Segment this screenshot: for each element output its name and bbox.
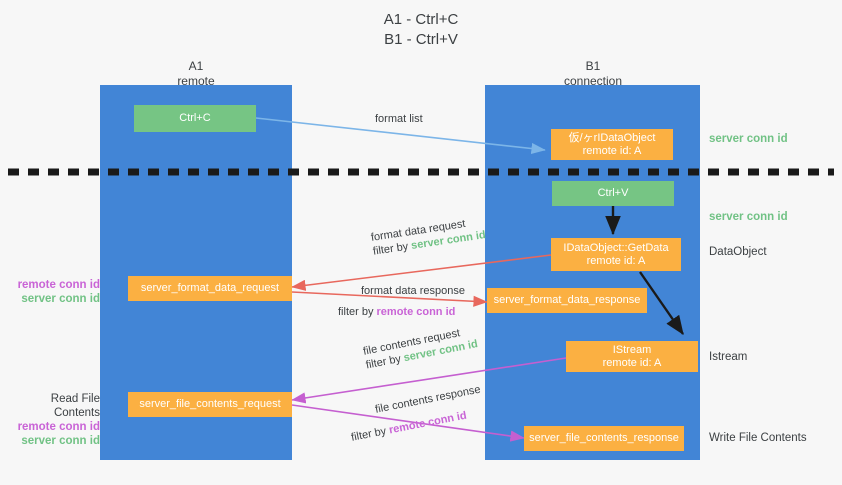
annotation-server-conn-id-top: server conn id (709, 133, 788, 145)
column-header-b1-title: B1 (585, 59, 601, 73)
node-idataobject-getdata-line1: IDataObject::GetData (563, 241, 669, 254)
annotation-server-conn-id-mid: server conn id (709, 211, 788, 223)
annotation-server-conn-id: server conn id (21, 293, 100, 305)
node-server-file-contents-response-label: server_file_contents_response (529, 432, 679, 444)
annotation-read-file-contents-title: Read File Contents (50, 393, 100, 419)
node-istream[interactable]: IStream remote id: A (566, 341, 698, 372)
node-server-file-contents-request-label: server_file_contents_request (139, 398, 281, 410)
filter-value-remote-conn-id: remote conn id (376, 306, 456, 318)
column-header-a1: A1 remote (135, 59, 257, 89)
node-server-format-data-request-label: server_format_data_request (140, 282, 280, 294)
edge-label-format-list-text: format list (375, 113, 423, 125)
column-header-a1-title: A1 (188, 59, 204, 73)
column-header-b1-subtitle: connection (563, 74, 623, 88)
annotation-conn-ids-format: remote conn id server conn id (8, 278, 100, 306)
node-server-format-data-request[interactable]: server_format_data_request (128, 276, 292, 301)
node-server-format-data-response[interactable]: server_format_data_response (487, 288, 647, 313)
annotation-read-file-contents: Read File Contents remote conn id server… (4, 392, 100, 448)
node-ctrl-c-label: Ctrl+C (179, 112, 211, 124)
edge-label-format-list: format list (375, 112, 423, 126)
node-server-file-contents-response[interactable]: server_file_contents_response (524, 426, 684, 451)
node-ctrl-v[interactable]: Ctrl+V (552, 181, 674, 206)
title-line-2: B1 - Ctrl+V (384, 31, 458, 48)
edge-label-format-data-response: format data response (361, 284, 465, 298)
node-idataobject-getdata[interactable]: IDataObject::GetData remote id: A (551, 238, 681, 271)
filter-prefix: filter by (350, 424, 391, 444)
node-istream-line1: IStream (612, 343, 652, 356)
annotation-remote-conn-id: remote conn id (17, 421, 100, 433)
node-server-file-contents-request[interactable]: server_file_contents_request (128, 392, 292, 417)
node-ctrl-v-label: Ctrl+V (597, 187, 629, 199)
node-idataobject-top[interactable]: 仮/ヶrIDataObject remote id: A (551, 129, 673, 160)
filter-prefix: filter by (338, 306, 377, 318)
edge-label-format-data-response-line1: format data response (361, 285, 465, 297)
node-idataobject-top-line2: remote id: A (582, 144, 642, 157)
edge-label-file-contents-request: file contents request filter by server c… (362, 323, 479, 372)
annotation-dataobject: DataObject (709, 246, 767, 258)
column-header-a1-subtitle: remote (177, 74, 215, 88)
annotation-remote-conn-id: remote conn id (17, 279, 100, 291)
node-idataobject-getdata-line2: remote id: A (586, 254, 646, 267)
node-idataobject-top-line1: 仮/ヶrIDataObject (568, 131, 656, 144)
edge-label-file-contents-response-filter: filter by remote conn id (350, 409, 468, 445)
page-title: A1 - Ctrl+C B1 - Ctrl+V (0, 10, 842, 50)
column-header-b1: B1 connection (532, 59, 654, 89)
edge-label-format-data-request: format data request filter by server con… (370, 214, 487, 259)
edge-label-format-data-response-filter: filter by remote conn id (338, 305, 455, 319)
node-ctrl-c[interactable]: Ctrl+C (134, 105, 256, 132)
filter-value-remote-conn-id: remote conn id (387, 409, 468, 437)
annotation-istream: Istream (709, 351, 748, 363)
annotation-write-file-contents: Write File Contents (709, 432, 807, 444)
node-istream-line2: remote id: A (602, 356, 662, 369)
annotation-server-conn-id: server conn id (21, 435, 100, 447)
title-line-1: A1 - Ctrl+C (383, 11, 459, 28)
node-server-format-data-response-label: server_format_data_response (493, 294, 641, 306)
